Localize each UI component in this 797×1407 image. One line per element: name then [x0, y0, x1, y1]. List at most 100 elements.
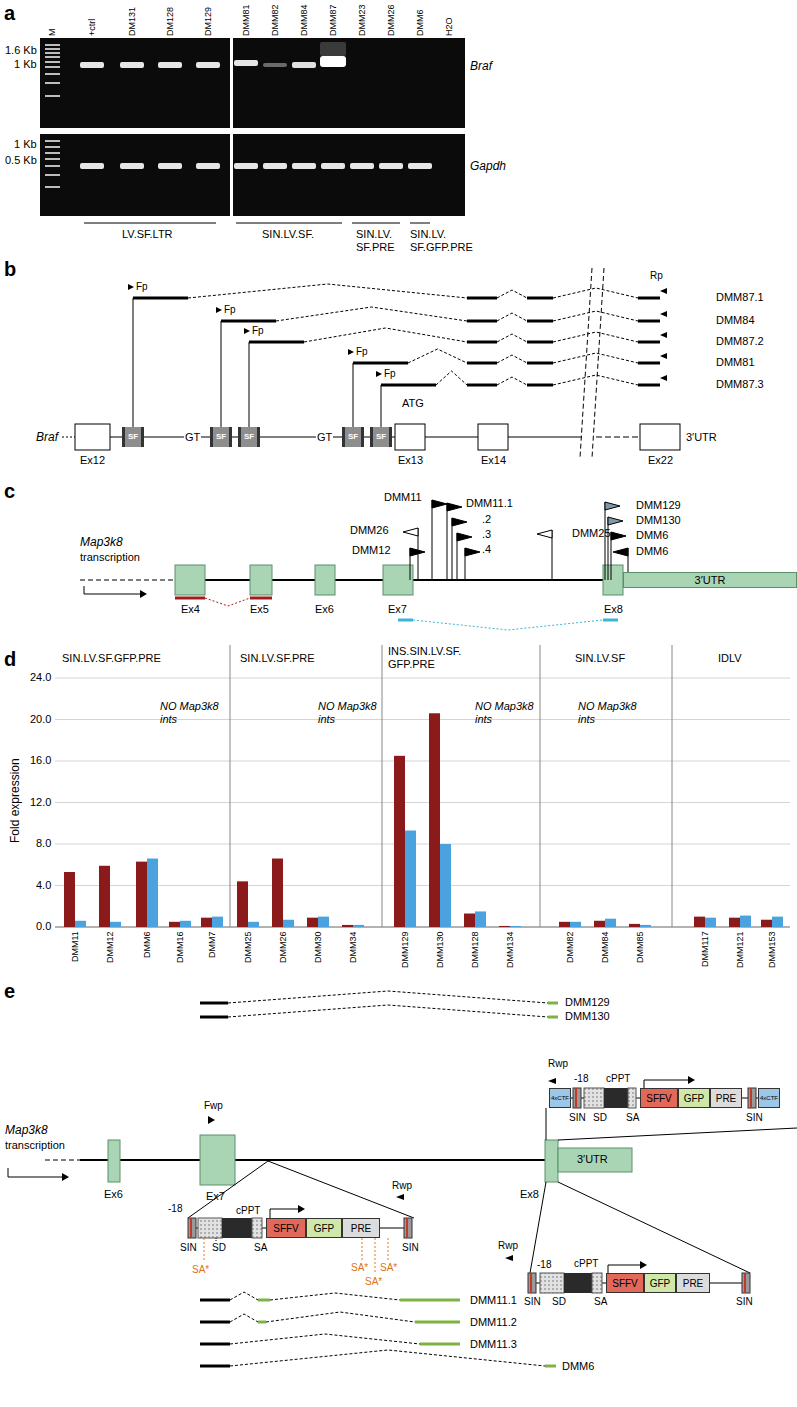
lane-label: DMM23: [357, 4, 367, 36]
primer-line: [381, 385, 382, 427]
gfp-box: GFP: [306, 1218, 342, 1238]
axis-label: DMM16: [175, 931, 185, 963]
insulator-box: 4xCTF: [758, 1088, 780, 1108]
gel-band: [379, 163, 403, 169]
ladder-band: [45, 186, 60, 188]
break-mark: [592, 268, 604, 458]
gel-image: [233, 134, 465, 216]
sf-box: SF: [342, 427, 364, 447]
note-label: NO Map3k8 ints: [578, 700, 640, 725]
small-label: cPPT: [574, 1258, 598, 1270]
primer-arrow: [348, 349, 354, 355]
small-label: Fp: [252, 325, 264, 337]
small-label: SIN: [569, 1112, 586, 1124]
integration-flag: [452, 518, 467, 526]
promoter-arrow: [608, 1265, 640, 1273]
splice-site-line: [375, 1238, 376, 1274]
label: 3′UTR: [577, 1153, 608, 1166]
small-label: SIN: [736, 1296, 753, 1308]
lane-label: DMM81: [241, 4, 251, 36]
axis-label: DMM128: [470, 931, 480, 968]
bar: [761, 920, 772, 927]
bar: [169, 922, 180, 927]
panel-letter: b: [4, 258, 16, 281]
lane-label: DMM6: [415, 10, 425, 37]
transcription-arrow: [84, 586, 140, 594]
node-text: SF: [128, 433, 138, 442]
transcript-exon: [200, 1299, 230, 1302]
integration-line: [452, 518, 453, 580]
node-text: SFFV: [646, 1093, 672, 1104]
ladder-band: [45, 44, 60, 46]
node-text: SF: [376, 433, 386, 442]
axis-label: DMM121: [735, 931, 745, 968]
splice-line: [276, 307, 467, 321]
bar: [440, 844, 451, 927]
exon-junction: [250, 597, 272, 600]
integration-flag: [432, 500, 447, 508]
utr-box: 3′UTR: [623, 572, 797, 588]
node-text: SF: [216, 433, 226, 442]
ltr-box: [742, 1273, 750, 1293]
splice-line: [436, 371, 467, 385]
insert-line: [188, 1161, 268, 1218]
splice-label: SA*: [351, 1262, 368, 1274]
transcript-exon: [200, 1016, 228, 1019]
bar: [740, 916, 751, 927]
primer-arrow: [660, 288, 667, 294]
gel-band: [80, 62, 104, 68]
ladder-band: [45, 146, 60, 148]
node-text: 3′UTR: [695, 574, 726, 586]
splice-label: SA*: [365, 1276, 382, 1288]
small-label: Fp: [224, 304, 236, 316]
bar: [394, 756, 405, 927]
bar: [594, 921, 605, 927]
label: DMM130: [636, 514, 681, 527]
label: 3′UTR: [686, 431, 717, 444]
splice-line: [413, 620, 603, 630]
genomic-line: [62, 437, 75, 438]
ladder-band: [45, 66, 60, 68]
node-text: SF: [244, 433, 254, 442]
primer-arrow: [660, 353, 667, 359]
axis-label: DMM7: [207, 932, 217, 959]
small-label: SD: [212, 1242, 226, 1254]
gel-band: [350, 163, 374, 169]
bar: [464, 914, 475, 927]
site-label: GT: [184, 431, 201, 444]
lane-label: M: [47, 29, 57, 37]
small-label: -18: [168, 1203, 182, 1215]
note-label: NO Map3k8 ints: [475, 700, 537, 725]
integration-flag: [613, 548, 628, 556]
splice-line: [188, 284, 467, 298]
label: SIN.LV.SF.PRE: [240, 652, 315, 665]
sf-box: SF: [210, 427, 232, 447]
label: Ex4: [181, 603, 200, 616]
transcript-exon: [467, 320, 497, 323]
label: SIN.LV.SF.: [262, 228, 314, 241]
gene-name: Braf: [470, 60, 492, 74]
genomic-line: [80, 580, 175, 581]
gel-band: [158, 163, 182, 169]
splice-site-line: [204, 1238, 205, 1261]
transcript-exon: [467, 362, 497, 365]
exon-junction: [175, 597, 205, 600]
splice-site-line: [362, 1238, 363, 1260]
panel-letter: a: [4, 2, 15, 25]
label: Ex13: [398, 454, 423, 467]
bar: [353, 925, 364, 927]
label: Ex5: [250, 603, 269, 616]
primer-line: [133, 298, 134, 427]
exon-box: [108, 1140, 120, 1182]
gene-name: Map3k8: [5, 1124, 48, 1138]
splice-line: [266, 1312, 415, 1322]
vector-element: [540, 1273, 564, 1293]
tick-label: 1.6 Kb: [5, 44, 37, 57]
ltr-stripe: [190, 1218, 192, 1238]
splice-line: [553, 375, 638, 385]
sf-box: SF: [238, 427, 260, 447]
label: .3: [482, 528, 491, 541]
axis-label: DMM82: [565, 931, 575, 963]
axis-label: DMM25: [243, 931, 253, 963]
transcript-exon: [467, 341, 497, 344]
